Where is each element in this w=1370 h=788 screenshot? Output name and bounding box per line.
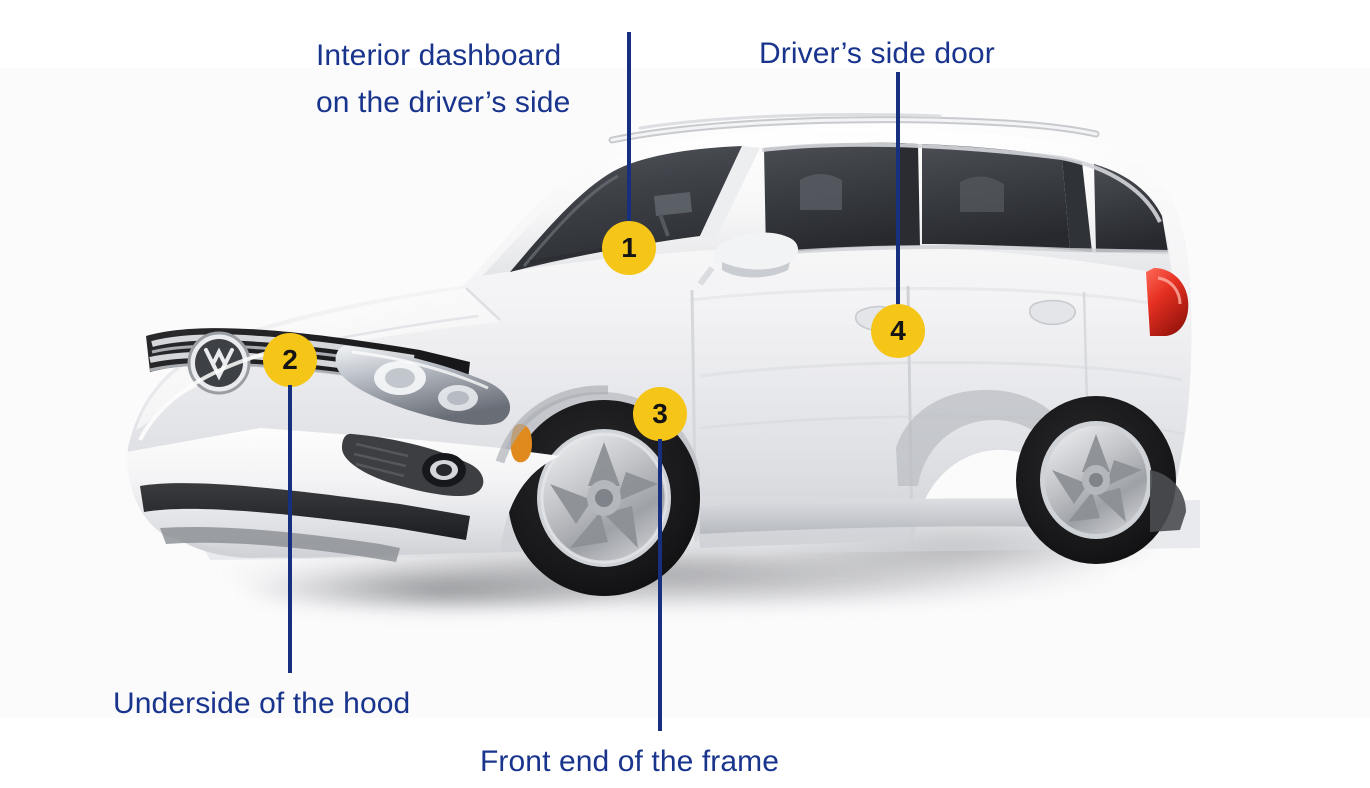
leader-line-2 xyxy=(288,385,292,673)
leader-line-1 xyxy=(627,32,631,228)
leader-line-4 xyxy=(896,72,900,310)
callout-label-3: Front end of the frame xyxy=(480,745,780,778)
front-wheel-shadow xyxy=(180,556,700,626)
callout-label-1: Interior dashboard on the driver’s side xyxy=(316,32,570,127)
callout-label-4: Driver’s side door xyxy=(759,37,995,70)
marker-2[interactable]: 2 xyxy=(263,333,317,387)
leader-line-3 xyxy=(658,439,662,731)
rear-wheel-shadow xyxy=(700,500,1220,590)
marker-4[interactable]: 4 xyxy=(871,304,925,358)
callout-label-2: Underside of the hood xyxy=(113,687,411,720)
marker-3[interactable]: 3 xyxy=(633,387,687,441)
marker-1[interactable]: 1 xyxy=(602,221,656,275)
callout-1-line-2: on the driver’s side xyxy=(316,86,571,120)
callout-1-line-1: Interior dashboard xyxy=(316,39,562,72)
